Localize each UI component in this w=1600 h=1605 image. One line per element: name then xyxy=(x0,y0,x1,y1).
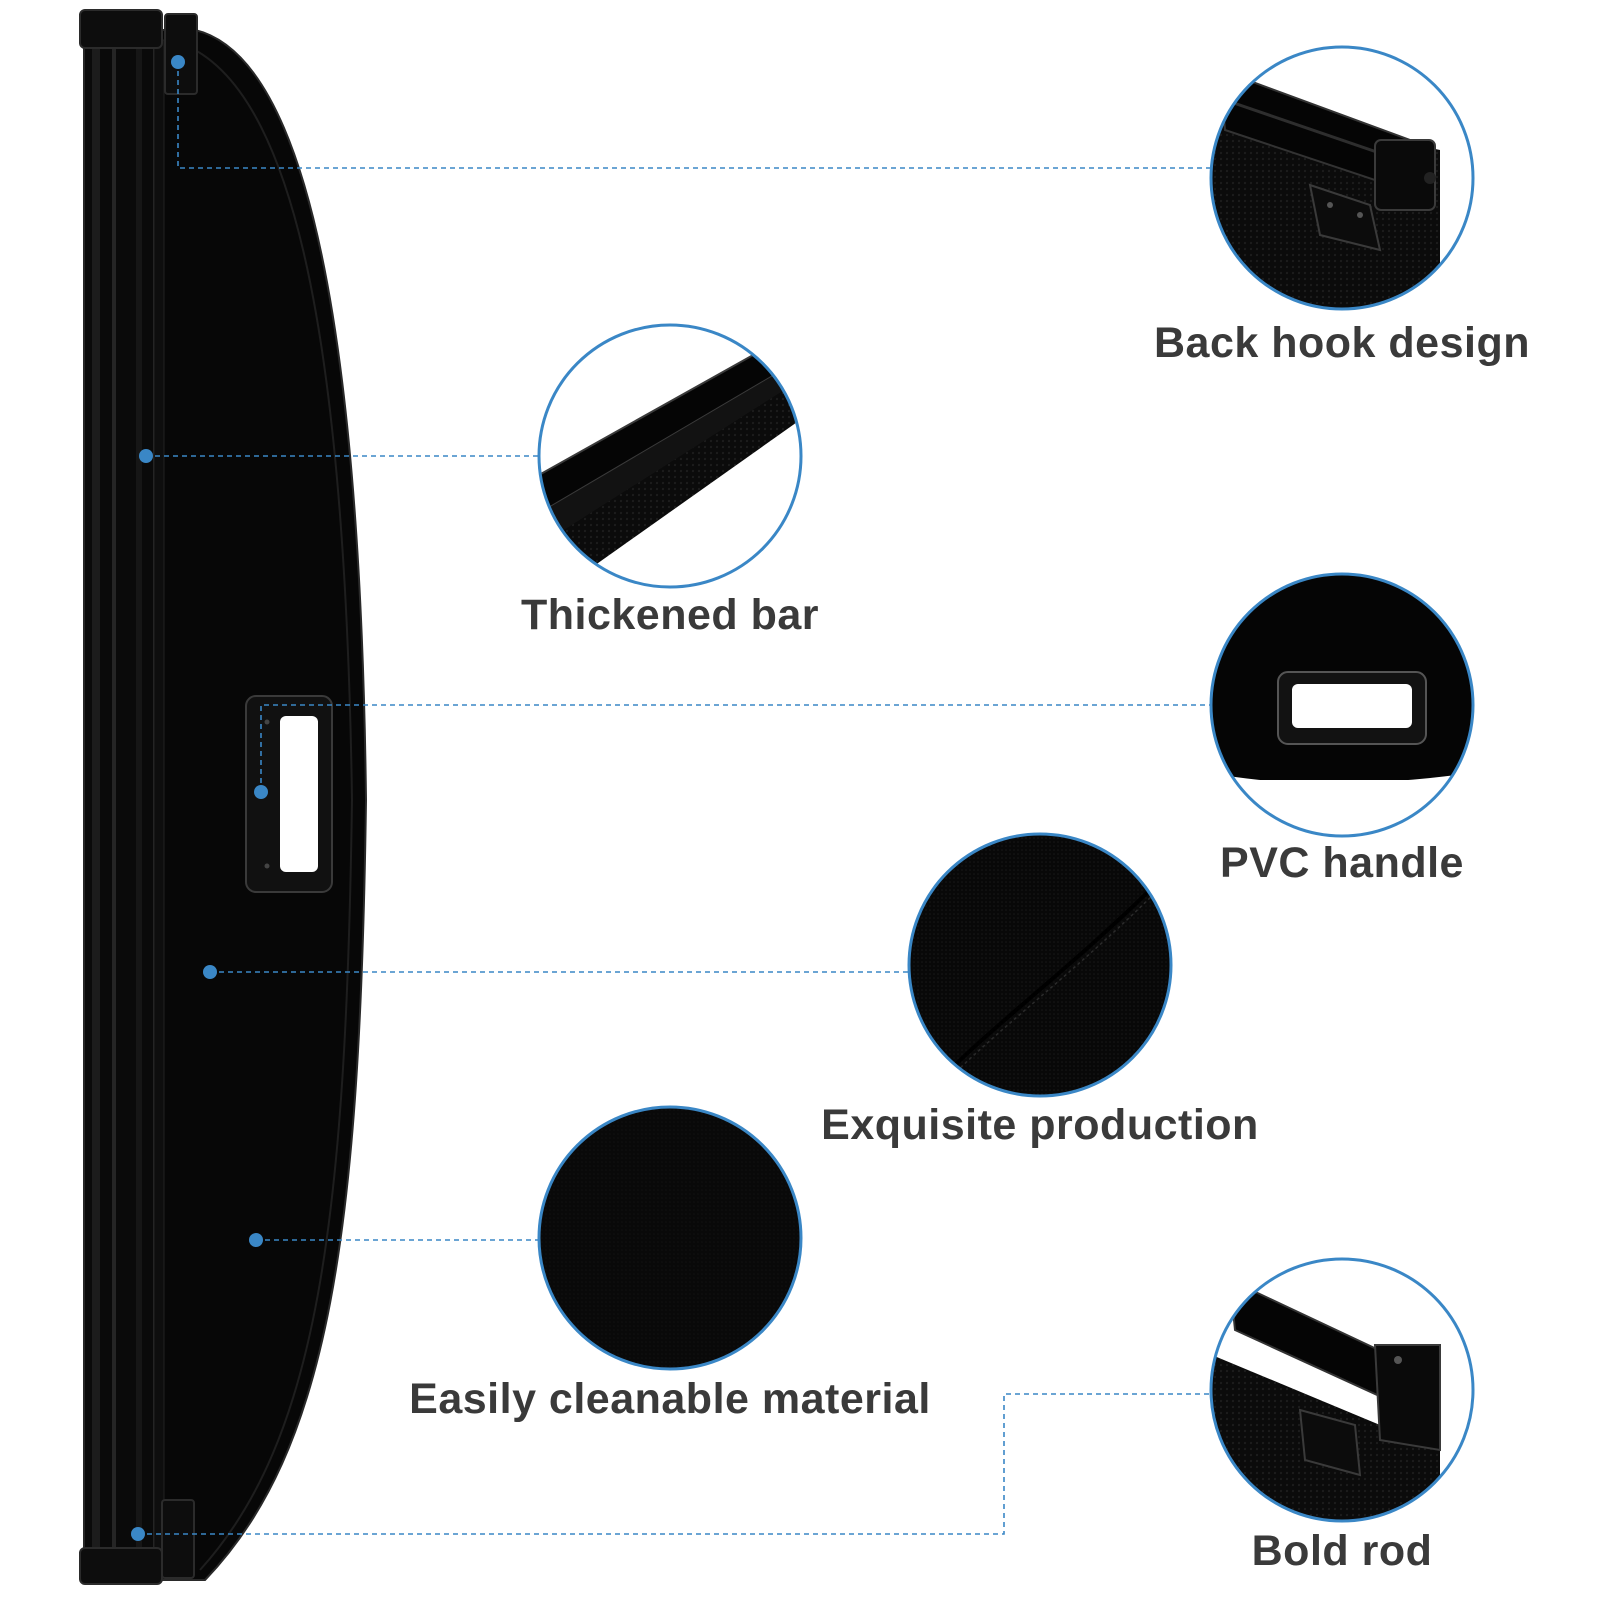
dot-back-hook xyxy=(171,55,185,69)
dot-thickened-bar xyxy=(139,449,153,463)
label-bold-rod: Bold rod xyxy=(1251,1527,1433,1575)
top-end-cap xyxy=(79,9,163,49)
bottom-end-cap xyxy=(79,1547,163,1585)
detail-circle-exquisite-production xyxy=(907,832,1173,1098)
cargo-cover-image xyxy=(79,9,368,1585)
dot-exquisite-production xyxy=(203,965,217,979)
detail-circle-thickened-bar xyxy=(537,323,803,589)
leader-line-pvc-handle xyxy=(260,704,1211,792)
leader-line-back-hook xyxy=(177,62,1210,169)
label-easily-cleanable-material: Easily cleanable material xyxy=(409,1375,931,1423)
label-thickened-bar: Thickened bar xyxy=(520,591,820,639)
bottom-hook xyxy=(161,1499,195,1579)
leader-dots xyxy=(131,55,268,1541)
detail-circle-pvc-handle xyxy=(1209,572,1475,838)
label-pvc-handle: PVC handle xyxy=(1220,839,1464,887)
detail-circle-cleanable-material xyxy=(537,1105,803,1371)
detail-circle-bold-rod xyxy=(1209,1257,1475,1523)
leader-lines xyxy=(138,62,1211,1535)
dot-pvc-handle xyxy=(254,785,268,799)
label-back-hook-design: Back hook design xyxy=(1154,319,1530,367)
top-hook xyxy=(164,13,198,95)
leader-line-bold-rod xyxy=(138,1393,1211,1535)
dot-bold-rod xyxy=(131,1527,145,1541)
dot-cleanable-material xyxy=(249,1233,263,1247)
label-exquisite-production: Exquisite production xyxy=(821,1101,1259,1149)
detail-circle-back-hook xyxy=(1209,45,1475,311)
cargo-cover-handle xyxy=(245,695,333,893)
